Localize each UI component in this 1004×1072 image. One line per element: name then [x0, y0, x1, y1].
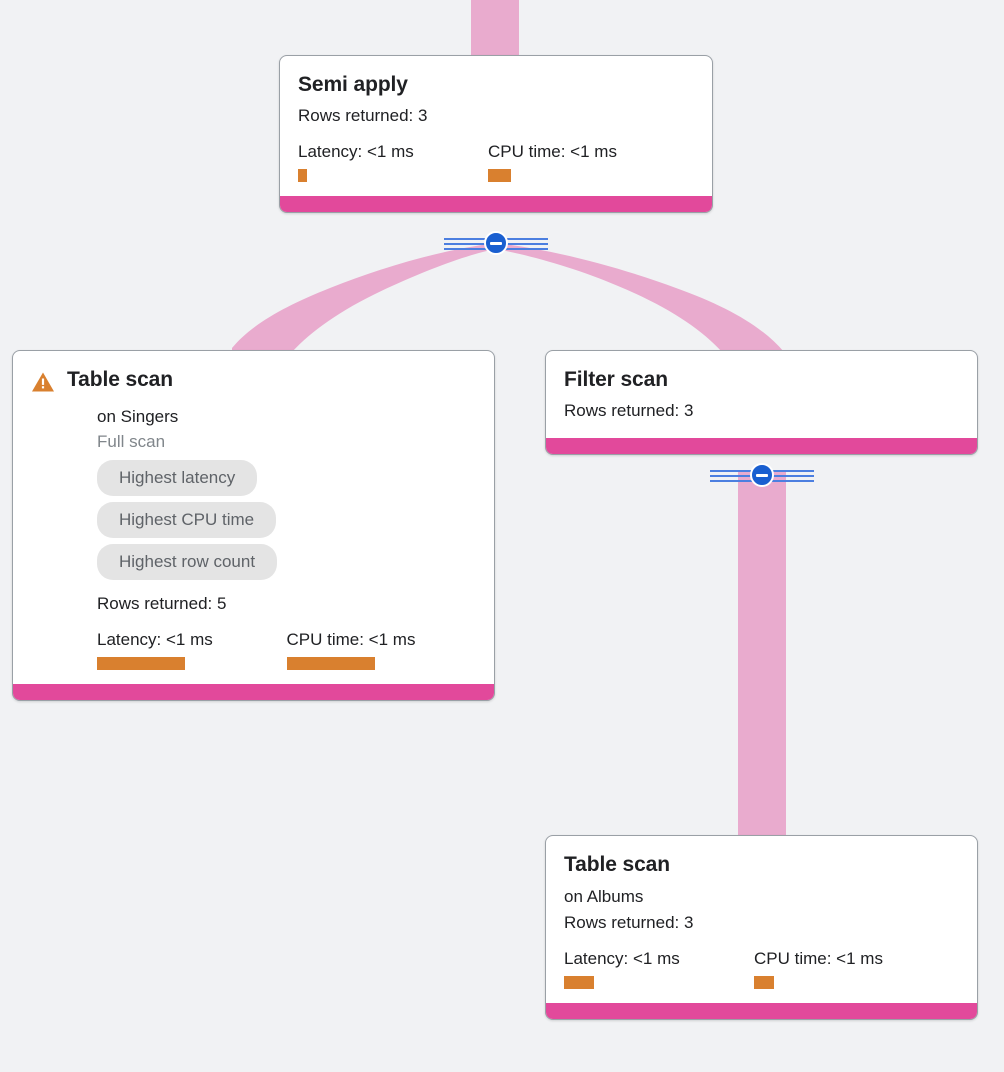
node-table-scan-albums-title: Table scan: [564, 853, 670, 876]
node-table-scan-singers-metrics: Latency: <1 ms CPU time: <1 ms: [97, 629, 476, 670]
node-semi-apply-rows-returned: Rows returned: 3: [298, 106, 428, 125]
chip-highest-latency[interactable]: Highest latency: [97, 460, 258, 496]
node-semi-apply-latency-metric: Latency: <1 ms: [298, 141, 488, 182]
node-table-scan-albums-target: on Albums: [564, 887, 644, 906]
node-semi-apply-title-row: Semi apply: [298, 72, 694, 98]
node-semi-apply[interactable]: Semi apply Rows returned: 3 Latency: <1 …: [279, 55, 713, 213]
node-semi-apply-accent-bar: [280, 196, 712, 212]
node-table-scan-albums[interactable]: Table scan on Albums Rows returned: 3 La…: [545, 835, 978, 1020]
node-table-scan-albums-rows-returned: Rows returned: 3: [564, 913, 694, 932]
filter-scan-collapse-toggle[interactable]: [710, 463, 814, 489]
node-table-scan-singers-chips: Highest latency Highest CPU time Highest…: [97, 460, 476, 586]
chip-highest-row-count[interactable]: Highest row count: [97, 544, 278, 580]
node-table-scan-albums-title-row: Table scan: [564, 852, 959, 878]
node-table-scan-singers-cpu-metric: CPU time: <1 ms: [286, 629, 477, 670]
node-semi-apply-cpu-bar: [488, 169, 511, 182]
node-table-scan-singers-latency-label: Latency: <1 ms: [97, 630, 213, 649]
node-table-scan-albums-cpu-label: CPU time: <1 ms: [754, 949, 883, 968]
node-semi-apply-body: Semi apply Rows returned: 3 Latency: <1 …: [280, 56, 712, 196]
edge-semi-apply-to-table-scan-singers: [232, 243, 496, 352]
node-table-scan-singers-details: on Singers Full scan Highest latency Hig…: [31, 404, 476, 670]
node-table-scan-albums-latency-label: Latency: <1 ms: [564, 949, 680, 968]
node-filter-scan-rows-returned: Rows returned: 3: [564, 401, 694, 420]
node-semi-apply-cpu-metric: CPU time: <1 ms: [488, 141, 678, 182]
node-table-scan-albums-accent-bar: [546, 1003, 977, 1019]
minus-circle-icon[interactable]: [750, 463, 774, 487]
node-table-scan-singers-title: Table scan: [67, 368, 173, 391]
node-semi-apply-latency-label: Latency: <1 ms: [298, 142, 414, 161]
node-filter-scan-title: Filter scan: [564, 368, 668, 391]
node-semi-apply-metrics: Latency: <1 ms CPU time: <1 ms: [298, 141, 694, 182]
node-table-scan-albums-cpu-metric: CPU time: <1 ms: [754, 948, 944, 989]
edge-semi-apply-to-filter-scan: [496, 243, 784, 352]
node-table-scan-singers-cpu-bar: [286, 657, 375, 670]
node-semi-apply-cpu-label: CPU time: <1 ms: [488, 142, 617, 161]
node-table-scan-albums-latency-bar: [564, 976, 594, 989]
chip-highest-cpu-time[interactable]: Highest CPU time: [97, 502, 277, 538]
node-table-scan-albums-cpu-bar: [754, 976, 774, 989]
node-table-scan-albums-metrics: Latency: <1 ms CPU time: <1 ms: [564, 948, 959, 989]
semi-apply-collapse-toggle[interactable]: [444, 231, 548, 257]
node-table-scan-singers-title-row: Table scan: [31, 367, 476, 398]
node-table-scan-albums-body: Table scan on Albums Rows returned: 3 La…: [546, 836, 977, 1003]
node-filter-scan-body: Filter scan Rows returned: 3: [546, 351, 977, 438]
node-table-scan-singers[interactable]: Table scan on Singers Full scan Highest …: [12, 350, 495, 701]
node-table-scan-singers-scan-type: Full scan: [97, 432, 166, 451]
node-table-scan-singers-latency-metric: Latency: <1 ms: [97, 629, 287, 670]
node-semi-apply-title: Semi apply: [298, 73, 408, 96]
node-table-scan-singers-body: Table scan on Singers Full scan Highest …: [13, 351, 494, 684]
node-table-scan-singers-accent-bar: [13, 684, 494, 700]
edge-into-semi-apply: [471, 0, 519, 56]
node-filter-scan-accent-bar: [546, 438, 977, 454]
node-filter-scan-title-row: Filter scan: [564, 367, 959, 393]
node-table-scan-singers-target: on Singers: [97, 407, 179, 426]
node-table-scan-singers-latency-bar: [97, 657, 185, 670]
edge-filter-scan-to-table-scan-albums: [738, 470, 786, 840]
node-table-scan-singers-cpu-label: CPU time: <1 ms: [286, 630, 416, 649]
node-filter-scan[interactable]: Filter scan Rows returned: 3: [545, 350, 978, 455]
minus-circle-icon[interactable]: [484, 231, 508, 255]
node-table-scan-singers-rows-returned: Rows returned: 5: [97, 594, 227, 613]
node-table-scan-albums-latency-metric: Latency: <1 ms: [564, 948, 754, 989]
warning-triangle-icon: [31, 371, 55, 398]
node-semi-apply-latency-bar: [298, 169, 307, 182]
